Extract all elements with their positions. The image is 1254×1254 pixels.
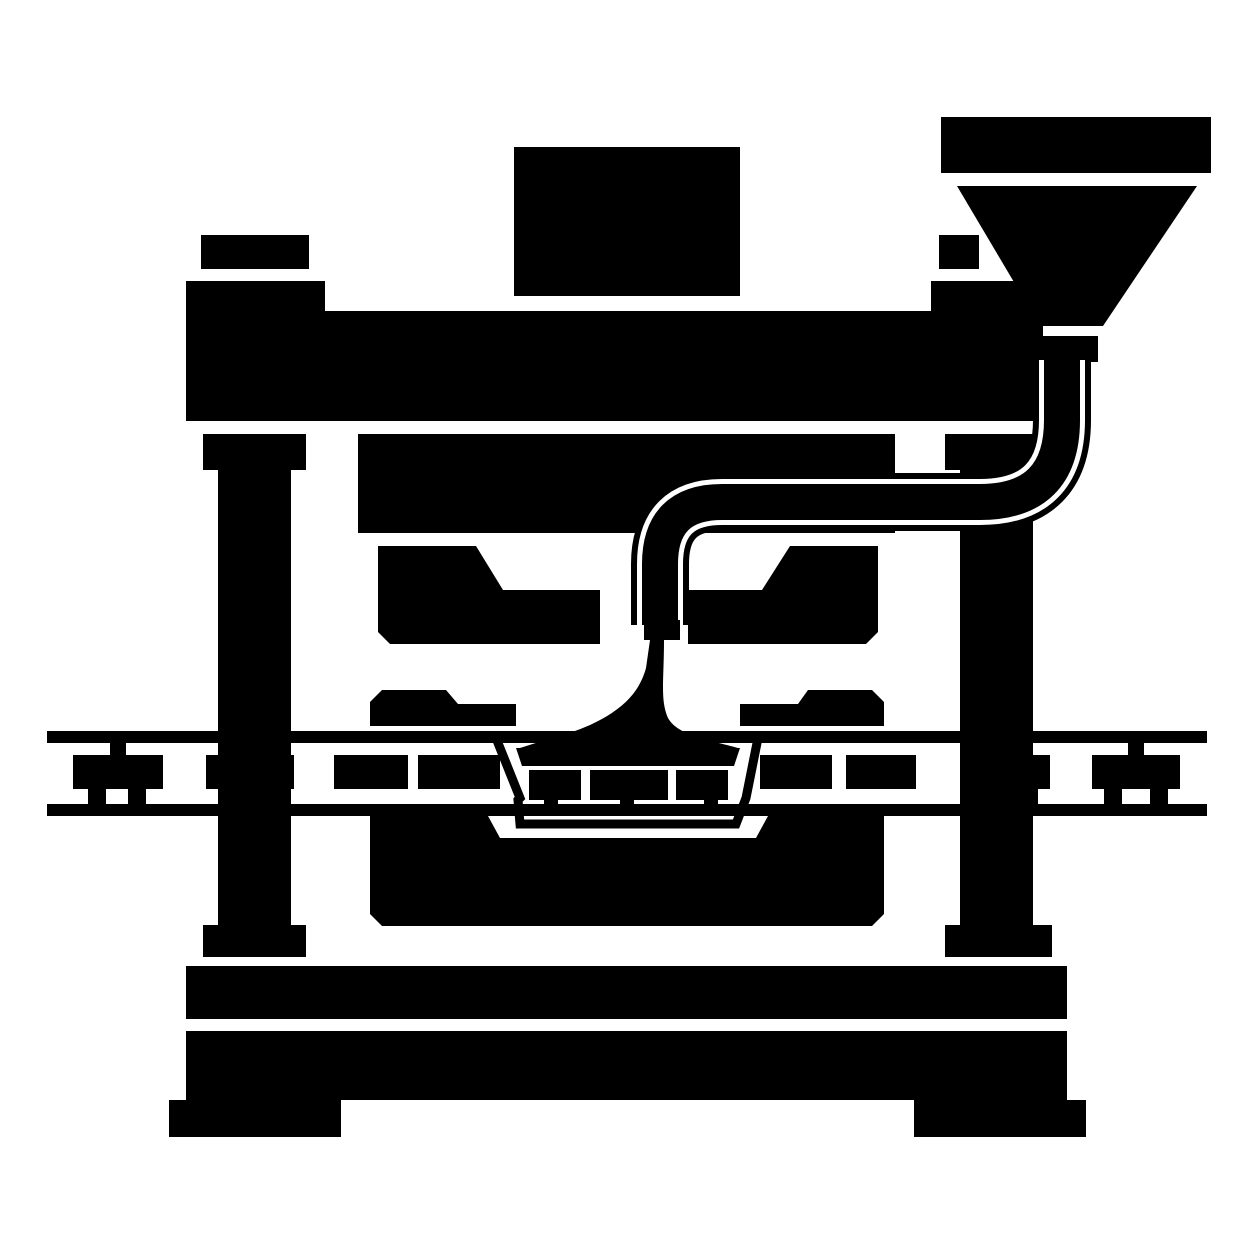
product-block <box>1092 743 1180 804</box>
lower-mold-half <box>370 690 884 726</box>
product-block <box>760 755 832 789</box>
lower-platen <box>370 816 884 926</box>
product-block <box>418 755 500 789</box>
product-block <box>73 743 163 804</box>
product-block <box>206 743 294 804</box>
press-base <box>169 966 1086 1137</box>
press-top-crossbeam <box>186 235 1043 421</box>
press-left-column <box>203 434 306 957</box>
hopper-icon <box>941 117 1211 362</box>
product-block <box>846 755 916 789</box>
molten-material-flow <box>520 640 738 748</box>
press-right-column <box>945 434 1052 957</box>
press-motor-housing <box>514 147 740 296</box>
conveyor-icon <box>47 731 1207 816</box>
feed-pipe-icon <box>631 360 1091 640</box>
mold-cavity <box>491 736 763 829</box>
product-block <box>962 743 1050 804</box>
product-block <box>334 755 408 789</box>
upper-mold-half <box>378 546 878 644</box>
